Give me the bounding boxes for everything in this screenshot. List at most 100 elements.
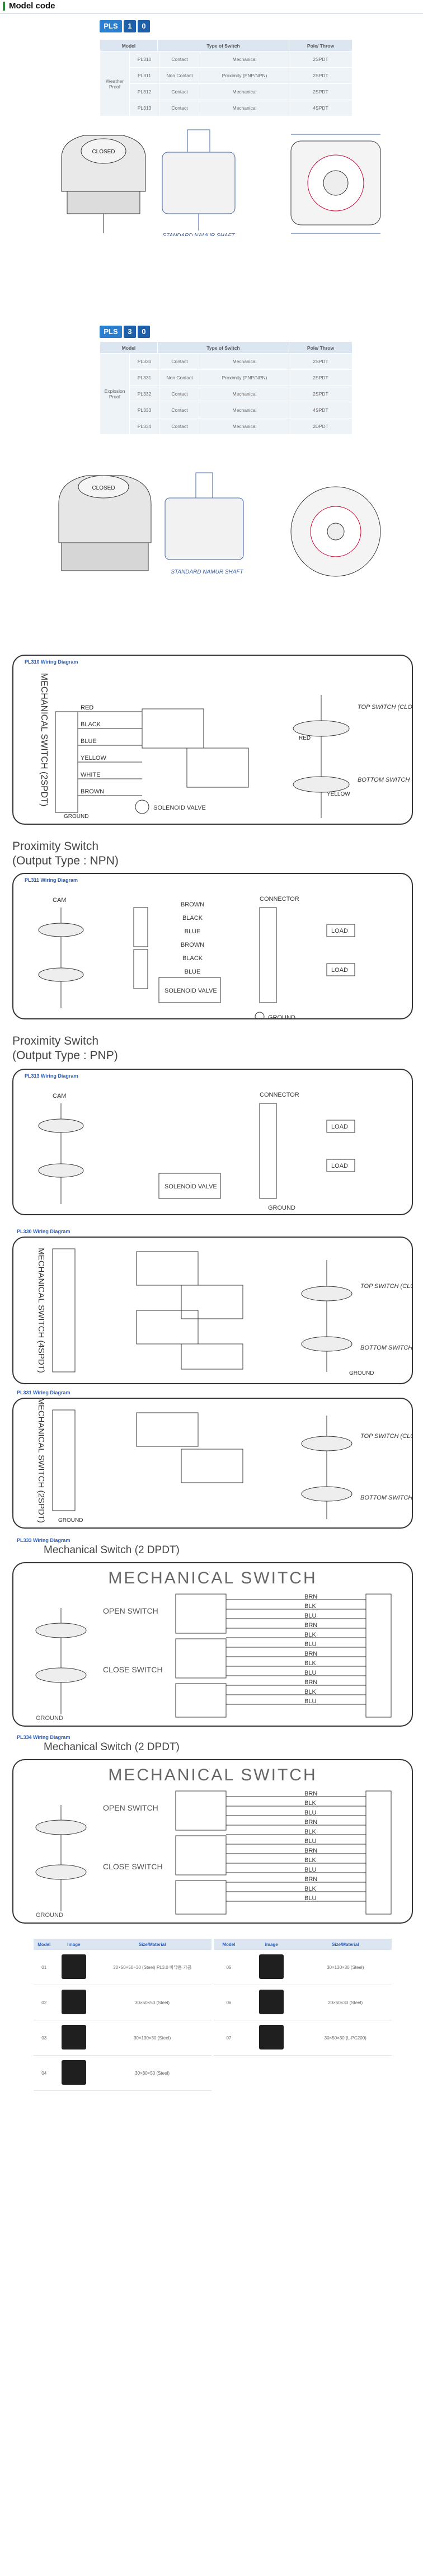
svg-text:RED: RED	[81, 704, 93, 711]
cam-red-label: RED	[299, 735, 311, 741]
cam-label: CAM	[53, 1093, 66, 1099]
accessory-model: 06	[214, 1985, 244, 2020]
type-cell: Mechanical	[200, 51, 289, 68]
connector-label: CONNECTOR	[260, 1092, 299, 1098]
pl331-title: PL331 Wiring Diagram	[17, 1390, 70, 1395]
pole-cell: 2SPDT	[289, 83, 352, 100]
col-model: Model	[34, 1939, 55, 1950]
solenoid-label: SOLENOID VALVE	[153, 805, 206, 811]
contact-cell: Contact	[159, 353, 200, 370]
accessory-row: 06 20×50×30 (Steel)	[214, 1985, 392, 2020]
contact-cell: Non Contact	[159, 369, 200, 386]
pole-cell: 2SPDT	[289, 386, 352, 402]
bracket-image	[259, 2025, 284, 2049]
wiring-diagram-pl330: MECHANICAL SWITCH (4SPDT) TOP SWITCH (CL…	[36, 1248, 412, 1376]
wire-white: WHITE	[81, 772, 100, 778]
accessory-size: 30×50×30 (L-PC200)	[299, 2020, 392, 2056]
connector-label: CONNECTOR	[260, 896, 299, 902]
npn-heading-line2: (Output Type : NPN)	[12, 854, 119, 867]
accessory-image-cell	[54, 2055, 93, 2091]
mech-wire-color: BLU	[304, 1867, 316, 1873]
mech-wire-color: BLK	[304, 1828, 316, 1835]
mech-wire-color: BLU	[304, 1809, 316, 1816]
wiring-pl313: PL313 Wiring Diagram CONNECTOR CAM LOAD …	[12, 1069, 413, 1215]
ground-label: GROUND	[58, 1517, 83, 1524]
closed-label: CLOSED	[92, 149, 115, 155]
contact-cell: Contact	[159, 51, 200, 68]
model-code-pls10: PLS 1 0	[100, 20, 150, 32]
cam-yellow-label: YELLOW	[327, 791, 350, 797]
open-switch-label: OPEN SWITCH	[103, 1803, 158, 1812]
bracket-image	[61, 1990, 86, 2014]
accessory-model: 02	[34, 1985, 55, 2020]
wire-black: BLACK	[81, 721, 101, 728]
prox-color: BROWN	[181, 901, 204, 908]
pole-cell: 2SPDT	[289, 51, 352, 68]
col-image: Image	[54, 1939, 93, 1950]
wiring-pl310: PL310 Wiring Diagram MECHANICAL SWITCH (…	[12, 655, 413, 825]
mech-wire-color: BLK	[304, 1800, 316, 1807]
mech-wire-color: BRN	[304, 1651, 317, 1657]
pole-cell: 2SPDT	[289, 67, 352, 84]
mech-wire-color: BLK	[304, 1857, 316, 1864]
contact-cell: Contact	[159, 418, 200, 435]
mech-wire-color: BLU	[304, 1670, 316, 1676]
top-switch-label: TOP SWITCH (CLOSE)	[358, 704, 412, 711]
npn-heading: Proximity Switch (Output Type : NPN)	[12, 839, 119, 868]
load-label: LOAD	[331, 1124, 348, 1130]
accessory-size: 20×50×30 (Steel)	[299, 1985, 392, 2020]
solenoid-label: SOLENOID VALVE	[164, 1183, 217, 1190]
wiring-pl331: MECHANICAL SWITCH (2SPDT) TOP SWITCH (CL…	[12, 1398, 413, 1529]
wiring-pl311: PL311 Wiring Diagram BROWN BLACK BLUE BR…	[12, 873, 413, 1019]
wiring-title: PL311 Wiring Diagram	[25, 877, 78, 883]
col-model: Model	[100, 341, 158, 355]
wiring-diagram-pl333: MECHANICAL SWITCH OPEN SWITCH CLOSE SWIT…	[35, 1569, 392, 1722]
wiring-pl333: MECHANICAL SWITCH OPEN SWITCH CLOSE SWIT…	[12, 1562, 413, 1727]
wire-red: RED	[81, 704, 93, 711]
accessory-model: 03	[34, 2020, 55, 2056]
code-digit-1: 1	[124, 20, 136, 32]
accessory-size: 30×130×30 (Steel)	[299, 1950, 392, 1985]
pnp-heading: Proximity Switch (Output Type : PNP)	[12, 1034, 118, 1063]
namur-label: STANDARD NAMUR SHAFT	[162, 233, 235, 236]
model-cell: PL331	[129, 369, 159, 386]
closed-label: CLOSED	[92, 485, 115, 491]
col-type: Type of Switch	[157, 39, 289, 53]
pole-cell: 4SPDT	[289, 100, 352, 116]
contact-cell: Contact	[159, 100, 200, 116]
code-prefix: PLS	[100, 20, 122, 32]
accessory-size: 30×50×50~30 (Steel) PL3.0 바닥용 가공	[93, 1950, 212, 1985]
col-image: Image	[243, 1939, 299, 1950]
accessory-image-cell	[243, 1950, 299, 1985]
prox-color: BLACK	[182, 955, 203, 962]
col-pole: Pole/ Throw	[289, 39, 352, 53]
wire-brown: BROWN	[81, 788, 104, 795]
contact-cell: Contact	[159, 83, 200, 100]
accessory-model: 04	[34, 2055, 55, 2091]
ground-label: GROUND	[349, 1370, 374, 1376]
ground-label: GROUND	[64, 814, 88, 820]
type-cell: Mechanical	[200, 402, 289, 419]
spec-table-weather-proof: Model Type of Switch Pole/ Throw	[100, 39, 352, 53]
page-title: Model code	[9, 1, 55, 11]
pnp-heading-line2: (Output Type : PNP)	[12, 1049, 118, 1062]
pl334-title: PL334 Wiring Diagram	[17, 1734, 70, 1740]
type-cell: Proximity (PNP/NPN)	[200, 369, 289, 386]
ground-label: GROUND	[36, 1715, 63, 1722]
mech-banner: MECHANICAL SWITCH	[108, 1569, 317, 1587]
wiring-pl330: MECHANICAL SWITCH (4SPDT) TOP SWITCH (CL…	[12, 1237, 413, 1384]
wire-yellow: YELLOW	[81, 755, 106, 761]
